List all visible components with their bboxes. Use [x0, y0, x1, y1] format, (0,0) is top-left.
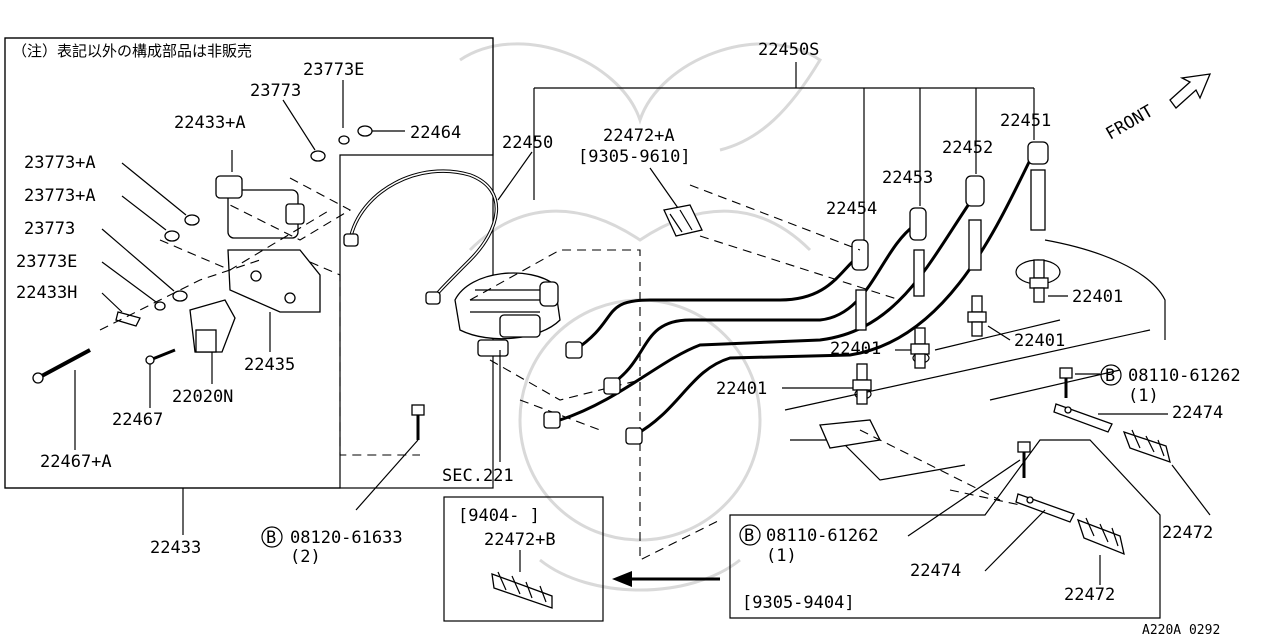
label-22450: 22450 [502, 133, 553, 153]
label-front: FRONT [1103, 101, 1157, 144]
bracket-22474-a [1053, 403, 1113, 433]
plug-boots [851, 141, 1049, 331]
label-08120-qty: (2) [290, 547, 321, 567]
spark-plug-2 [967, 295, 987, 337]
bolt-symbol-b [739, 524, 761, 546]
label-22454: 22454 [826, 199, 877, 219]
label-22433H: 22433H [16, 283, 77, 303]
bolt-08110-b [1017, 441, 1031, 478]
label-08120: 08120-61633 [290, 528, 403, 548]
label-22472A: 22472+A [603, 126, 675, 146]
label-08110-b: 08110-61262 [766, 526, 879, 546]
label-22452: 22452 [942, 138, 993, 158]
bolt-symbol-c-text: B [266, 528, 276, 548]
spark-plugs [852, 259, 1049, 405]
bolt-08120 [411, 404, 425, 440]
plug-wires [543, 149, 1037, 445]
label-22451: 22451 [1000, 111, 1051, 131]
diagram-code: A220A 0292 [1142, 623, 1220, 638]
label-22435: 22435 [244, 355, 295, 375]
label-22401-a: 22401 [1072, 287, 1123, 307]
label-22453: 22453 [882, 168, 933, 188]
label-23773-top: 23773 [250, 81, 301, 101]
washers [115, 125, 373, 327]
engine-head [784, 239, 1166, 481]
wire-clip-22472A [663, 204, 703, 237]
label-range-9404: [9404- ] [458, 506, 540, 526]
wire-clip-22472-b [1076, 517, 1125, 556]
label-22467A: 22467+A [40, 452, 112, 472]
bracket-22474-b [1015, 493, 1075, 523]
label-22464: 22464 [410, 123, 461, 143]
front-arrow: FRONT [1103, 73, 1212, 144]
label-range-9305-9404: [9305-9404] [742, 593, 855, 613]
label-sec221: SEC.221 [442, 466, 514, 486]
label-08110-a: 08110-61262 [1128, 366, 1241, 386]
label-23773A-2: 23773+A [24, 186, 96, 206]
label-22474-b: 22474 [910, 561, 961, 581]
arrow-left [612, 571, 720, 587]
coil-bracket [227, 249, 321, 313]
variant-box-9404 [443, 496, 604, 622]
label-23773A-1: 23773+A [24, 153, 96, 173]
coil-wire-boot [343, 233, 359, 247]
bolt-symbol-a-text: B [1105, 366, 1115, 386]
bolt-symbol-a [1100, 364, 1122, 386]
bolt-08110-a [1059, 367, 1073, 398]
label-22474-a: 22474 [1172, 403, 1223, 423]
label-22433A: 22433+A [174, 113, 246, 133]
label-22020N: 22020N [172, 387, 233, 407]
spark-plug-3 [910, 327, 930, 369]
wire-clip-22472-a [1122, 429, 1171, 464]
label-08110-a-qty: (1) [1128, 386, 1159, 406]
label-22467: 22467 [112, 410, 163, 430]
label-22401-d: 22401 [716, 379, 767, 399]
label-22472-a: 22472 [1162, 523, 1213, 543]
label-22472A-range: [9305-9610] [578, 147, 691, 167]
spark-plug-1 [1029, 259, 1049, 303]
wire-clip-22472B [491, 571, 553, 609]
bolt-symbol-c [261, 526, 283, 548]
label-22401-c: 22401 [830, 339, 881, 359]
label-22472B: 22472+B [484, 530, 556, 550]
label-22433: 22433 [150, 538, 201, 558]
label-22450S: 22450S [758, 40, 819, 60]
variant-box-9305 [729, 439, 1161, 619]
engine-mount-bracket [819, 419, 881, 449]
label-22401-b: 22401 [1014, 331, 1065, 351]
box-note: （注）表記以外の構成部品は非販売 [12, 42, 252, 60]
spark-plug-4 [852, 363, 872, 405]
label-23773E-mid: 23773E [16, 252, 77, 272]
bolt-symbol-b-text: B [744, 526, 754, 546]
label-23773E-top: 23773E [303, 60, 364, 80]
power-transistor [189, 299, 236, 353]
ignition-coil [215, 150, 305, 239]
label-08110-b-qty: (1) [766, 546, 797, 566]
long-bolt [32, 348, 91, 384]
distributor [454, 272, 561, 357]
screw-22467 [145, 348, 176, 365]
label-22472-b: 22472 [1064, 585, 1115, 605]
label-23773-mid: 23773 [24, 219, 75, 239]
